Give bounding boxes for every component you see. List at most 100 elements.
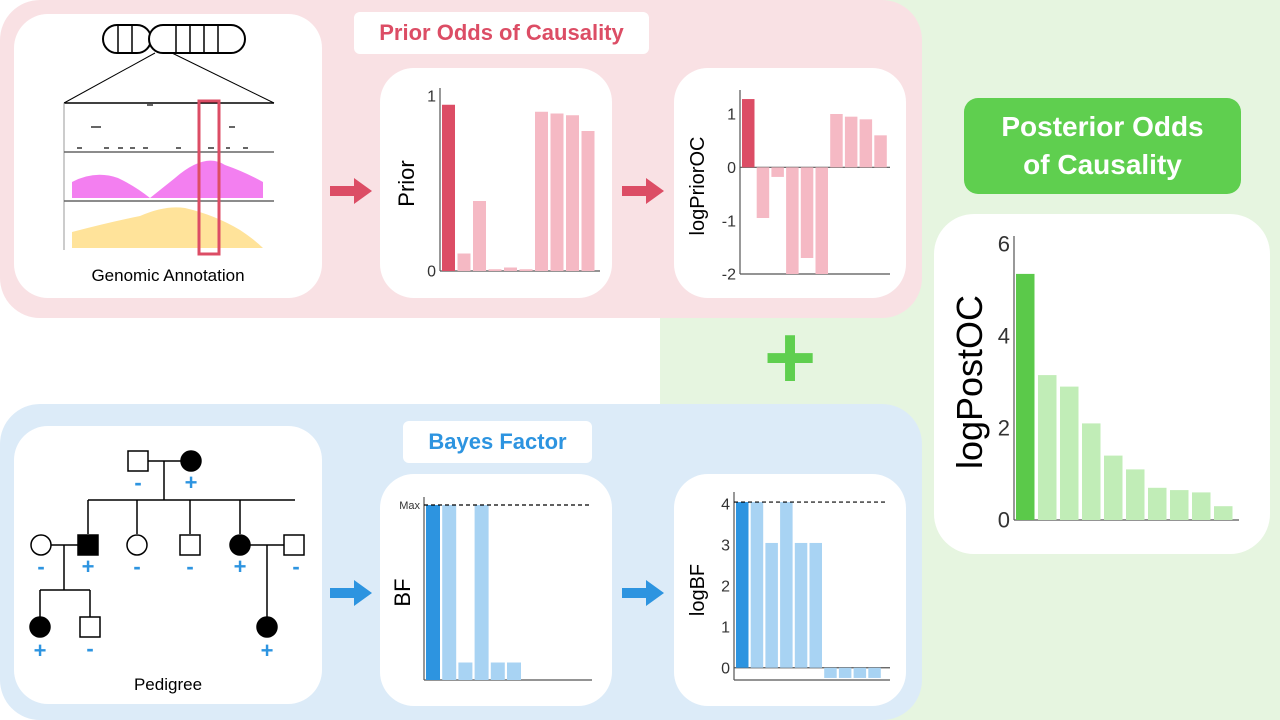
genotype-sign-aunt_spouse: - <box>292 554 299 579</box>
bar-2 <box>765 542 778 668</box>
genotype-sign-grandmother: + <box>185 470 198 495</box>
bayes-factor-title: Bayes Factor <box>403 421 592 463</box>
bar-7 <box>844 116 858 168</box>
bar-1 <box>750 502 764 668</box>
bar-5 <box>519 269 533 271</box>
pedigree-caption: Pedigree <box>133 675 203 694</box>
bar-9 <box>581 131 595 271</box>
bar-9 <box>868 667 881 678</box>
bar-5 <box>1126 469 1145 520</box>
y-tick-label: 1 <box>427 89 436 106</box>
y-tick-label: 4 <box>998 324 1010 349</box>
y-tick-label: 2 <box>721 579 730 596</box>
prior-odds-title: Prior Odds of Causality <box>354 12 649 54</box>
posterior-title-line1: Posterior Odds <box>1001 111 1204 142</box>
genotype-sign-cousin: + <box>261 638 274 663</box>
bar-5 <box>809 542 822 668</box>
y-tick-label: 4 <box>721 497 730 514</box>
bar-6 <box>830 114 843 168</box>
posterior-chart-panel: 0 2 4 6 logPostOC <box>934 214 1270 554</box>
genomic-annotation-panel: Genomic Annotation <box>14 14 322 298</box>
bar-1 <box>442 505 457 680</box>
bar-3 <box>1082 423 1101 520</box>
y-axis-label: logBF <box>687 564 709 616</box>
bar-4 <box>1104 455 1123 520</box>
bar-7 <box>838 667 852 678</box>
bar-2 <box>771 167 784 177</box>
bar-8 <box>1192 492 1211 520</box>
posterior-title-line2: of Causality <box>1023 149 1182 180</box>
bar-6 <box>535 111 548 271</box>
bar-4 <box>504 267 517 271</box>
y-tick-label: 0 <box>998 508 1010 533</box>
logpostoc-chart: 0 2 4 6 logPostOC <box>949 232 1239 533</box>
arrow-to-bf <box>330 580 372 606</box>
bar-3 <box>786 167 799 274</box>
posterior-odds-title: Posterior Odds of Causality <box>964 98 1241 194</box>
mother-female <box>30 534 52 556</box>
bar-6 <box>1148 487 1167 520</box>
bar-7 <box>550 113 564 271</box>
genotype-sign-grandfather: - <box>134 470 141 495</box>
bar-3 <box>474 505 489 680</box>
bar-0 <box>1016 273 1035 520</box>
aunt-female <box>229 534 251 556</box>
y-tick-label: Max <box>399 500 420 512</box>
sibling1-female <box>126 534 148 556</box>
arrow-to-logbf <box>622 580 664 606</box>
bar-8 <box>853 667 867 678</box>
y-tick-label: 1 <box>721 619 730 636</box>
father-male <box>77 534 99 556</box>
arrow-to-logprior <box>622 178 664 204</box>
pedigree-panel: -+-+--+-+-+ Pedigree <box>14 426 322 704</box>
aunt-spouse-male <box>283 534 305 556</box>
genomic-annotation-graphic <box>63 24 275 256</box>
y-tick-label: -2 <box>722 267 736 284</box>
bar-5 <box>815 167 828 274</box>
y-tick-label: 3 <box>721 538 730 555</box>
y-tick-label: 1 <box>727 107 736 124</box>
bar-5 <box>507 662 521 680</box>
y-tick-label: 2 <box>998 416 1010 441</box>
genotype-sign-child1: + <box>34 638 47 663</box>
bar-9 <box>874 135 887 168</box>
child2-male <box>79 616 101 638</box>
grandmother-female <box>180 450 202 472</box>
bar-7 <box>1170 490 1189 520</box>
genotype-sign-child2: - <box>86 636 93 661</box>
sibling2-male <box>179 534 201 556</box>
bar-0 <box>442 104 455 271</box>
y-tick-label: -1 <box>722 213 736 230</box>
pedigree-graphic: -+-+--+-+-+ <box>29 450 305 663</box>
genotype-sign-aunt: + <box>234 554 247 579</box>
bar-3 <box>488 269 502 271</box>
bar-0 <box>742 99 755 168</box>
genotype-sign-mother: - <box>37 554 44 579</box>
bar-8 <box>859 119 873 168</box>
bar-1 <box>756 167 770 218</box>
bar-4 <box>800 167 814 258</box>
genomic-annotation-caption: Genomic Annotation <box>91 266 245 285</box>
bar-1 <box>1038 375 1057 520</box>
y-tick-label: 6 <box>998 232 1010 257</box>
bar-6 <box>824 667 837 678</box>
y-axis-label: Prior <box>394 160 419 206</box>
y-axis-label: logPostOC <box>949 295 990 469</box>
grandfather-male <box>127 450 149 472</box>
bar-1 <box>457 253 471 271</box>
genotype-sign-sib1: - <box>133 554 140 579</box>
bar-2 <box>458 662 473 680</box>
genotype-sign-sib2: - <box>186 554 193 579</box>
cousin-female <box>256 616 278 638</box>
bar-0 <box>736 502 749 668</box>
y-tick-label: 0 <box>427 264 436 281</box>
y-tick-label: 0 <box>727 160 736 177</box>
